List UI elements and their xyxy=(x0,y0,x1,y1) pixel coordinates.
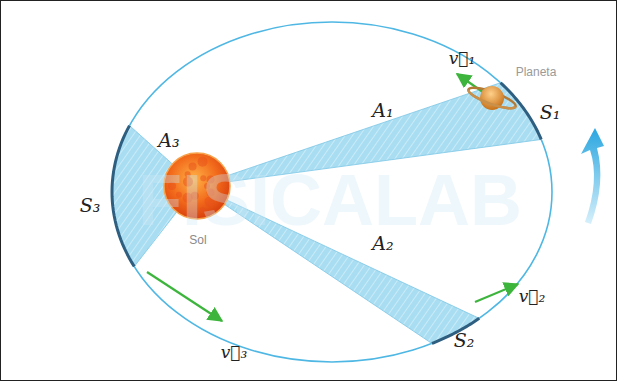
watermark: FISICALAB xyxy=(138,164,522,236)
velocity-label: v⃗₂ xyxy=(519,288,546,305)
area-label: A₁ xyxy=(372,101,393,120)
arc-label: S₂ xyxy=(454,331,475,350)
arc-label: S₃ xyxy=(80,196,101,215)
orbit-ellipse xyxy=(112,22,552,362)
arc-segment xyxy=(501,83,542,140)
planet xyxy=(464,78,519,118)
arc-label: S₁ xyxy=(540,103,561,122)
planet-name: Planeta xyxy=(516,66,557,78)
velocity-label: v⃗₁ xyxy=(449,50,476,67)
area-label: A₂ xyxy=(372,234,393,253)
velocity-arrow xyxy=(147,272,222,321)
motion-arrow xyxy=(581,128,604,224)
velocity-label: v⃗₃ xyxy=(221,344,248,361)
velocity-arrow xyxy=(475,284,518,302)
sun-name: Sol xyxy=(189,234,206,246)
arc-segment xyxy=(112,126,134,267)
area-label: A₃ xyxy=(158,131,179,150)
